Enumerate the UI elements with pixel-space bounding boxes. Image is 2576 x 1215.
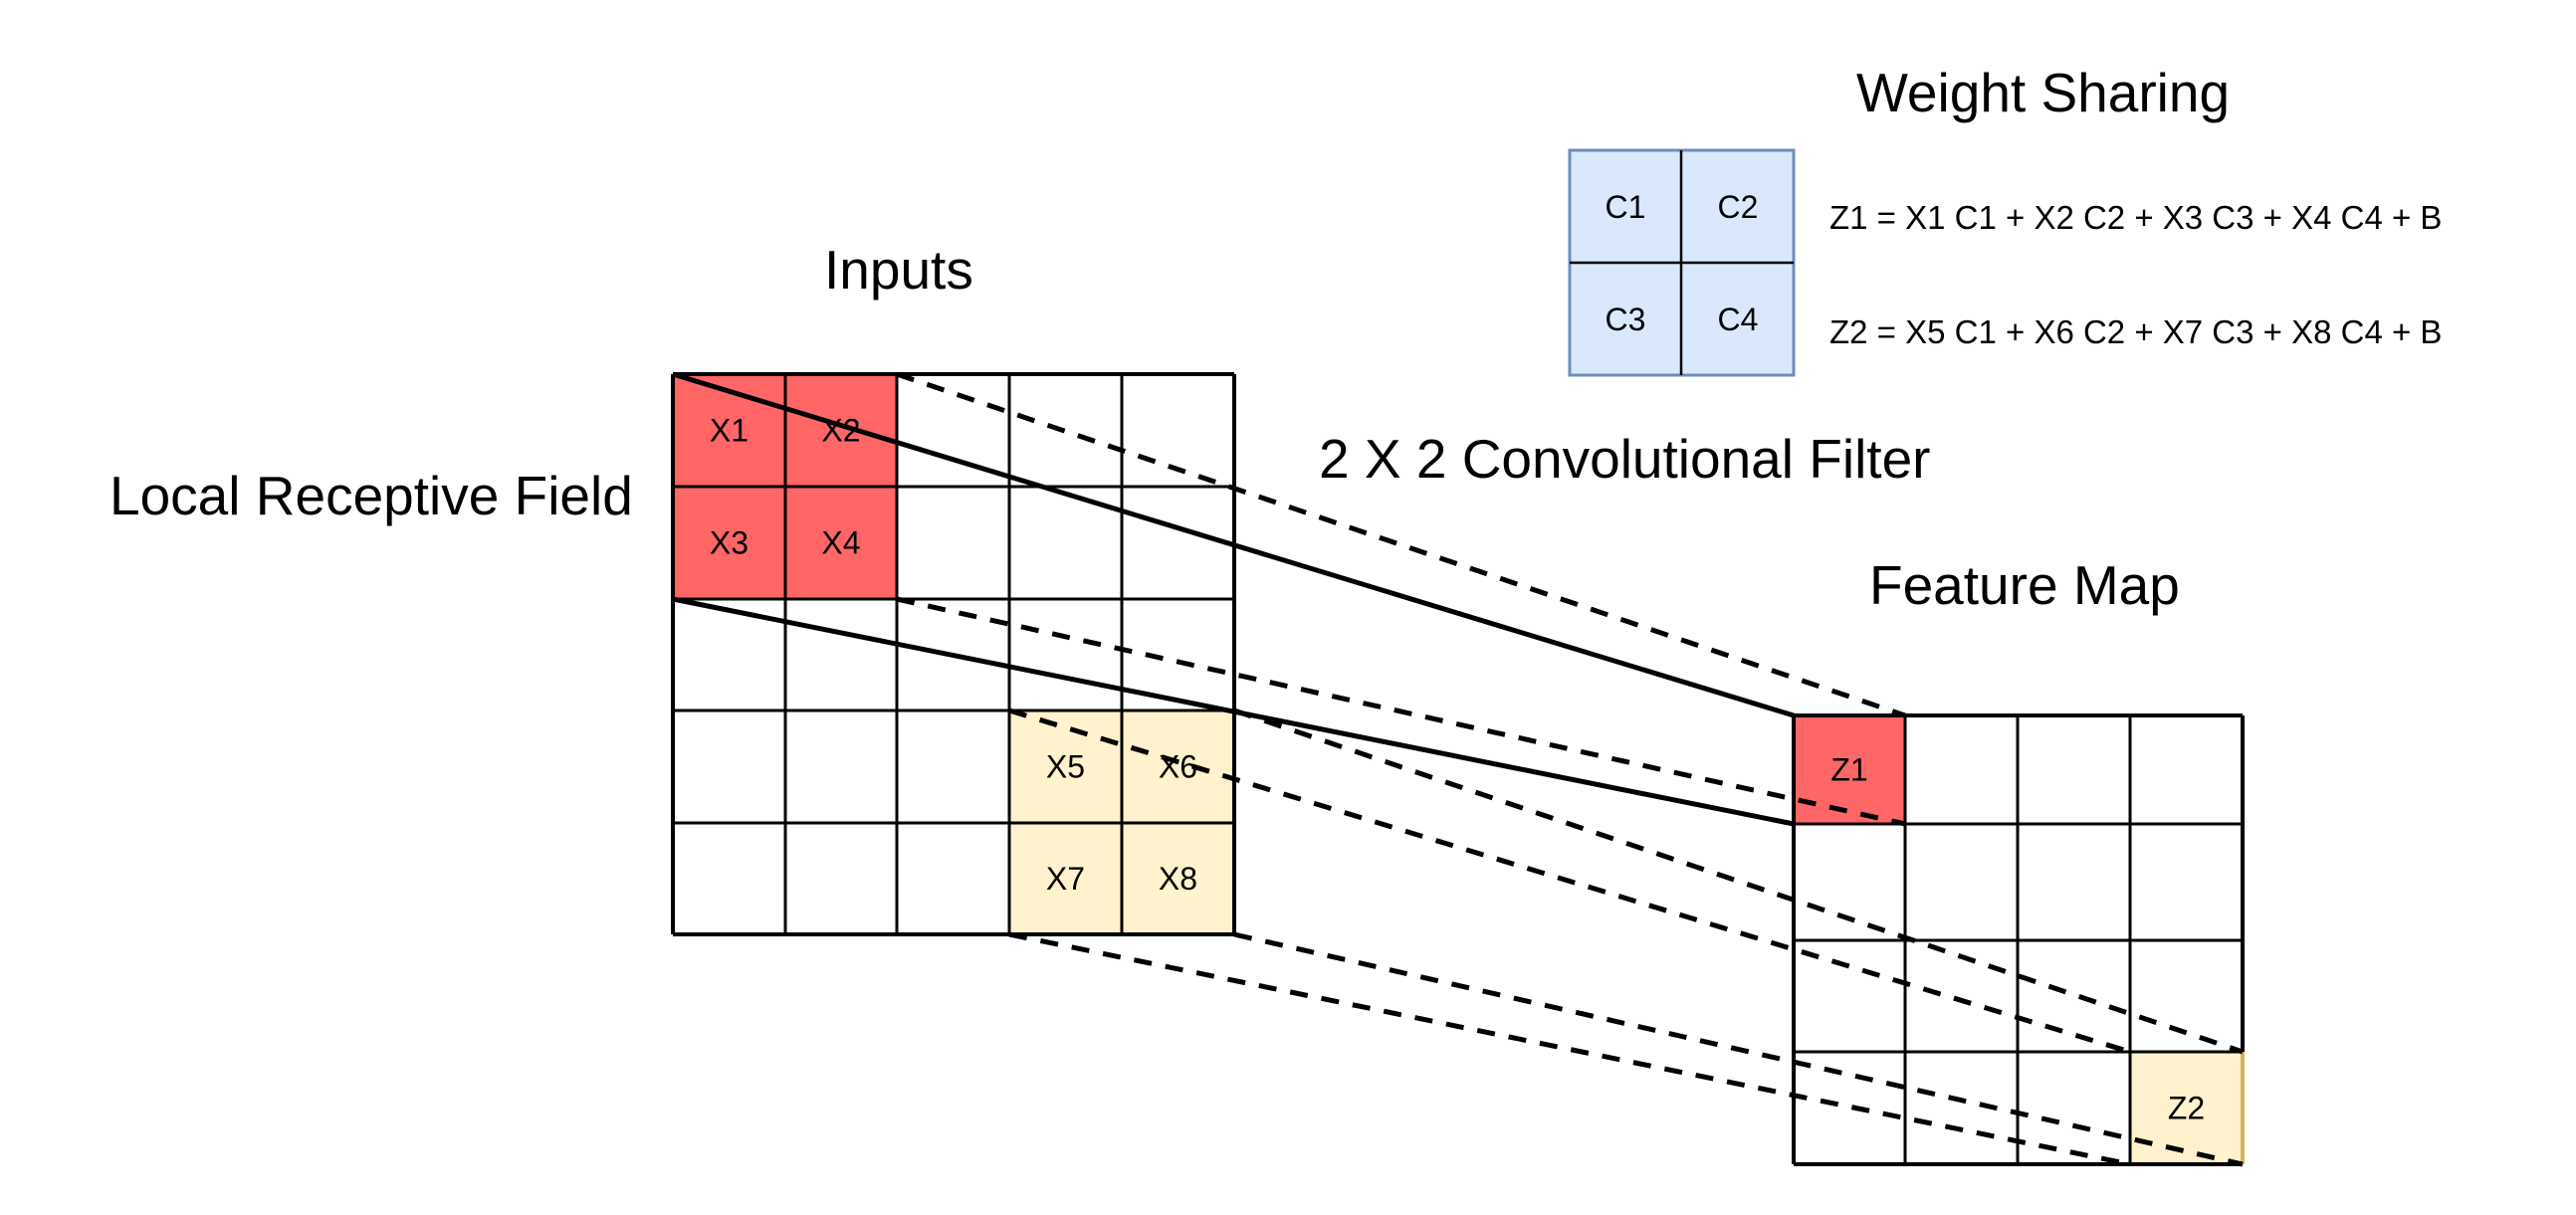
filter-cell-c4: C4 — [1718, 302, 1759, 337]
label-local-receptive-field: Local Receptive Field — [109, 465, 633, 526]
input-label-x7: X7 — [1046, 861, 1085, 897]
filter-cell-c1: C1 — [1606, 189, 1646, 225]
input-cell-x6 — [1122, 710, 1234, 823]
input-label-x1: X1 — [710, 413, 749, 449]
input-cell-x3 — [673, 487, 785, 599]
solid-connector-bottom — [672, 596, 1795, 827]
filter-cell-c2: C2 — [1718, 189, 1759, 225]
feature-label-z2: Z2 — [2168, 1091, 2205, 1126]
feature-label-z1: Z1 — [1830, 752, 1867, 788]
input-cell-x5 — [1009, 710, 1122, 823]
input-cell-x4 — [785, 487, 897, 599]
input-label-x6: X6 — [1159, 749, 1197, 785]
dashed-connector-yellow-bottom-left — [1008, 931, 2131, 1167]
title-feature-map: Feature Map — [1869, 554, 2180, 616]
title-inputs: Inputs — [824, 239, 973, 301]
equation-z1: Z1 = X1 C1 + X2 C2 + X3 C3 + X4 C4 + B — [1829, 199, 2442, 236]
dashed-connector-red-top — [896, 371, 1906, 718]
dashed-connector-red-bottom — [896, 596, 1906, 827]
dashed-connector-yellow-top-left — [1008, 708, 2131, 1055]
title-weight-sharing: Weight Sharing — [1856, 62, 2230, 123]
equation-z2: Z2 = X5 C1 + X6 C2 + X7 C3 + X8 C4 + B — [1829, 313, 2442, 350]
input-cell-x2 — [785, 374, 897, 487]
input-label-x3: X3 — [710, 525, 749, 561]
input-cell-x7 — [1009, 823, 1122, 934]
feature-cell-z2 — [2130, 1052, 2243, 1164]
input-label-x5: X5 — [1046, 749, 1085, 785]
dashed-connector-yellow-bottom-right — [1233, 931, 2244, 1167]
label-convolutional-filter: 2 X 2 Convolutional Filter — [1319, 428, 1930, 490]
connector-lines — [672, 371, 2244, 1167]
filter-cell-c3: C3 — [1606, 302, 1646, 337]
input-label-x8: X8 — [1159, 861, 1197, 897]
solid-connector-top — [672, 371, 1795, 718]
feature-cell-z1 — [1794, 715, 1905, 824]
input-cell-x8 — [1122, 823, 1234, 934]
filter-matrix: C1 C2 C3 C4 — [1568, 148, 1796, 377]
input-label-x4: X4 — [821, 525, 860, 561]
dashed-connector-yellow-top-right — [1233, 708, 2244, 1055]
